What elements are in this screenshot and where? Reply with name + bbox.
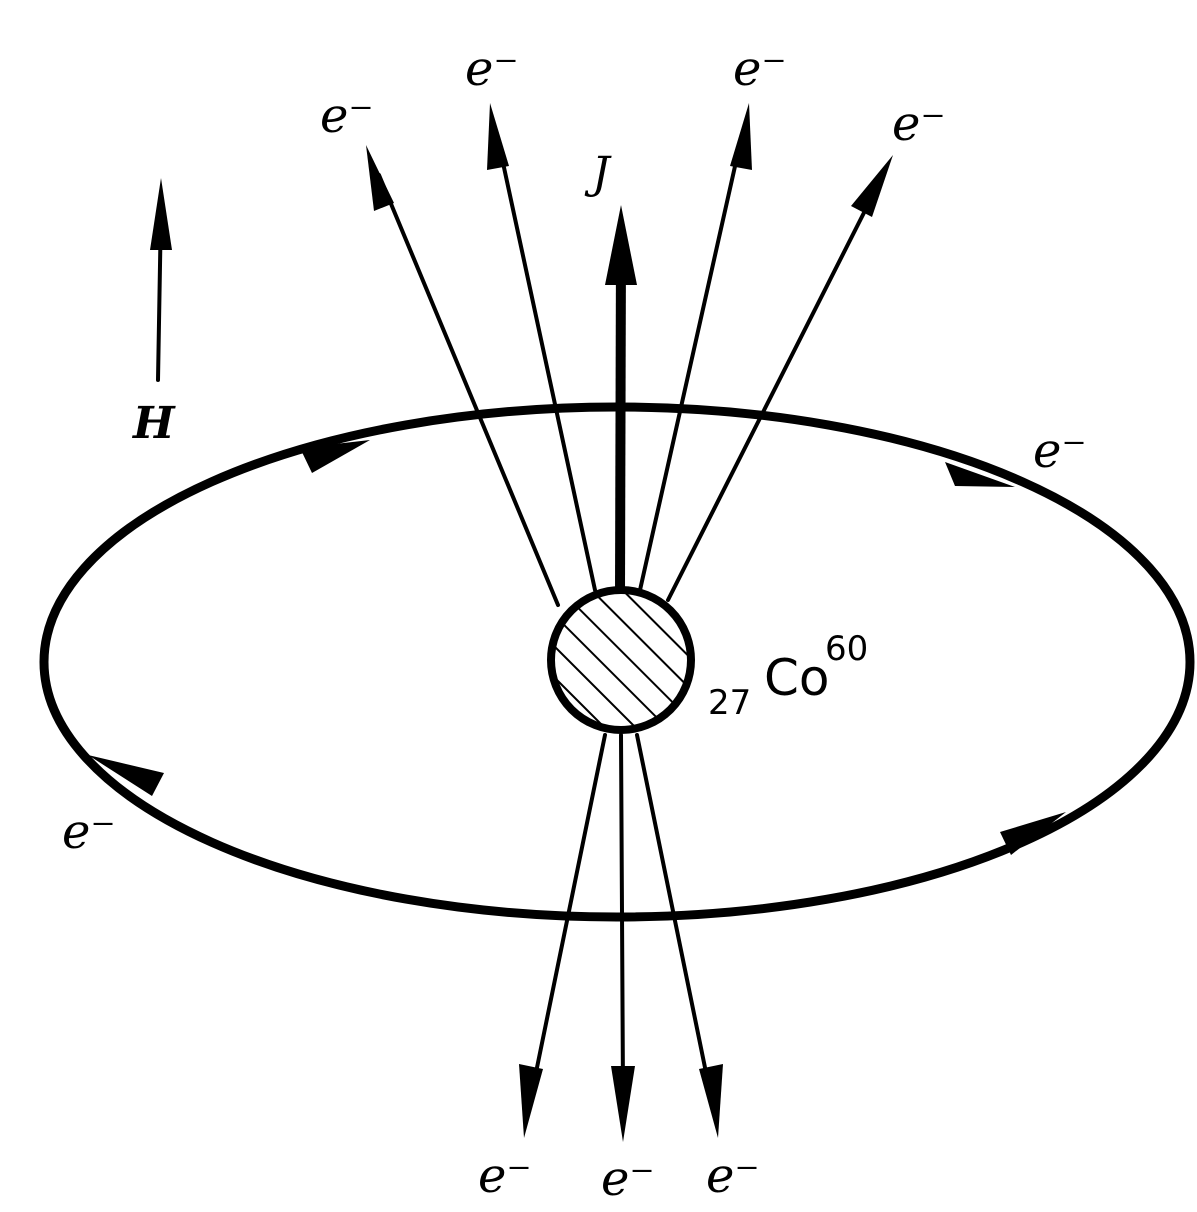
electron-label-bottom-right: e⁻	[706, 1148, 760, 1204]
loop-arrow-bottom-right	[1000, 812, 1066, 855]
loop-arrow-top-right	[945, 462, 1015, 487]
electron-label-bottom-left: e⁻	[478, 1148, 532, 1204]
cobalt-nucleus	[547, 586, 695, 734]
electron-label-loop-left: e⁻	[62, 804, 116, 860]
field-label: H	[131, 398, 176, 449]
electron-label-upper-mid-right: e⁻	[733, 41, 787, 97]
loop-arrow-top-left	[300, 440, 370, 473]
electron-label-bottom-mid: e⁻	[601, 1151, 655, 1207]
magnetic-field-arrow	[150, 178, 172, 382]
electron-label-upper-mid-left: e⁻	[465, 41, 519, 97]
isotope-label: 27 Co 60	[708, 629, 868, 723]
loop-arrow-bottom-left	[88, 755, 164, 796]
atomic-number: 27	[708, 683, 751, 723]
spin-label: J	[584, 148, 612, 199]
mass-number: 60	[825, 629, 868, 669]
upward-electron-rays	[366, 103, 893, 607]
downward-electron-rays	[519, 733, 723, 1142]
electron-label-upper-right: e⁻	[892, 96, 946, 152]
electron-label-upper-left: e⁻	[320, 88, 374, 144]
electron-label-loop-right: e⁻	[1033, 423, 1087, 479]
spin-arrow	[605, 205, 637, 593]
element-symbol: Co	[764, 649, 830, 707]
